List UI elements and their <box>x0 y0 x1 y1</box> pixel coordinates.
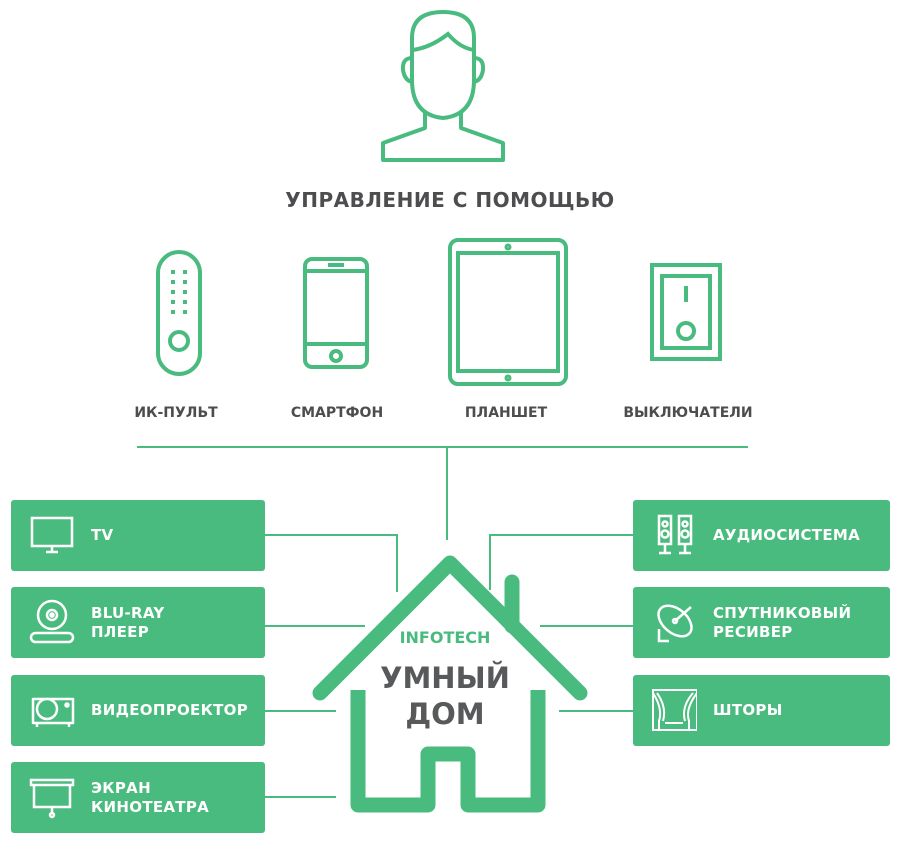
device-tv: TV <box>11 500 265 571</box>
device-label-line2: КИНОТЕАТРА <box>91 797 210 816</box>
control-label-tablet: ПЛАНШЕТ <box>464 405 548 421</box>
remote-icon <box>156 250 202 376</box>
device-projector: ВИДЕОПРОЕКТОР <box>11 675 265 746</box>
device-label: ШТОРЫ <box>713 701 783 719</box>
tablet-icon <box>448 238 568 386</box>
control-label-remote: ИК-ПУЛЬТ <box>134 405 218 421</box>
user-icon <box>381 10 505 162</box>
device-curtains: ШТОРЫ <box>633 675 890 746</box>
smart-home-line2: ДОМ <box>405 697 485 731</box>
control-label-smartphone: СМАРТФОН <box>290 405 384 421</box>
speakers-icon <box>657 514 693 555</box>
projector-icon <box>31 697 75 727</box>
switch-icon <box>650 263 722 361</box>
projection-screen-icon <box>29 778 75 819</box>
device-label: BLU-RAY <box>91 603 165 622</box>
brand-label: INFOTECH <box>399 628 491 647</box>
device-label: СПУТНИКОВЫЙ <box>713 603 852 622</box>
device-label: ВИДЕОПРОЕКТОР <box>91 701 249 719</box>
device-label-line2: РЕСИВЕР <box>713 622 793 641</box>
device-audio: АУДИОСИСТЕМА <box>633 500 890 571</box>
smartphone-icon <box>303 257 369 369</box>
house-outline <box>312 555 588 813</box>
bluray-player-icon <box>29 599 75 644</box>
page-title: УПРАВЛЕНИЕ С ПОМОЩЬЮ <box>285 188 615 212</box>
connector-lines <box>137 446 748 798</box>
smart-home-title: УМНЫЙ ДОМ <box>330 660 560 732</box>
device-label-line2: ПЛЕЕР <box>91 622 149 641</box>
satellite-dish-icon <box>657 604 693 643</box>
device-label: TV <box>91 526 114 544</box>
device-label: АУДИОСИСТЕМА <box>713 526 861 544</box>
control-label-switches: ВЫКЛЮЧАТЕЛИ <box>623 405 753 421</box>
smart-home-line1: УМНЫЙ <box>380 661 510 695</box>
tv-icon <box>30 516 74 554</box>
device-label: ЭКРАН <box>91 778 151 797</box>
curtains-icon <box>652 689 697 731</box>
